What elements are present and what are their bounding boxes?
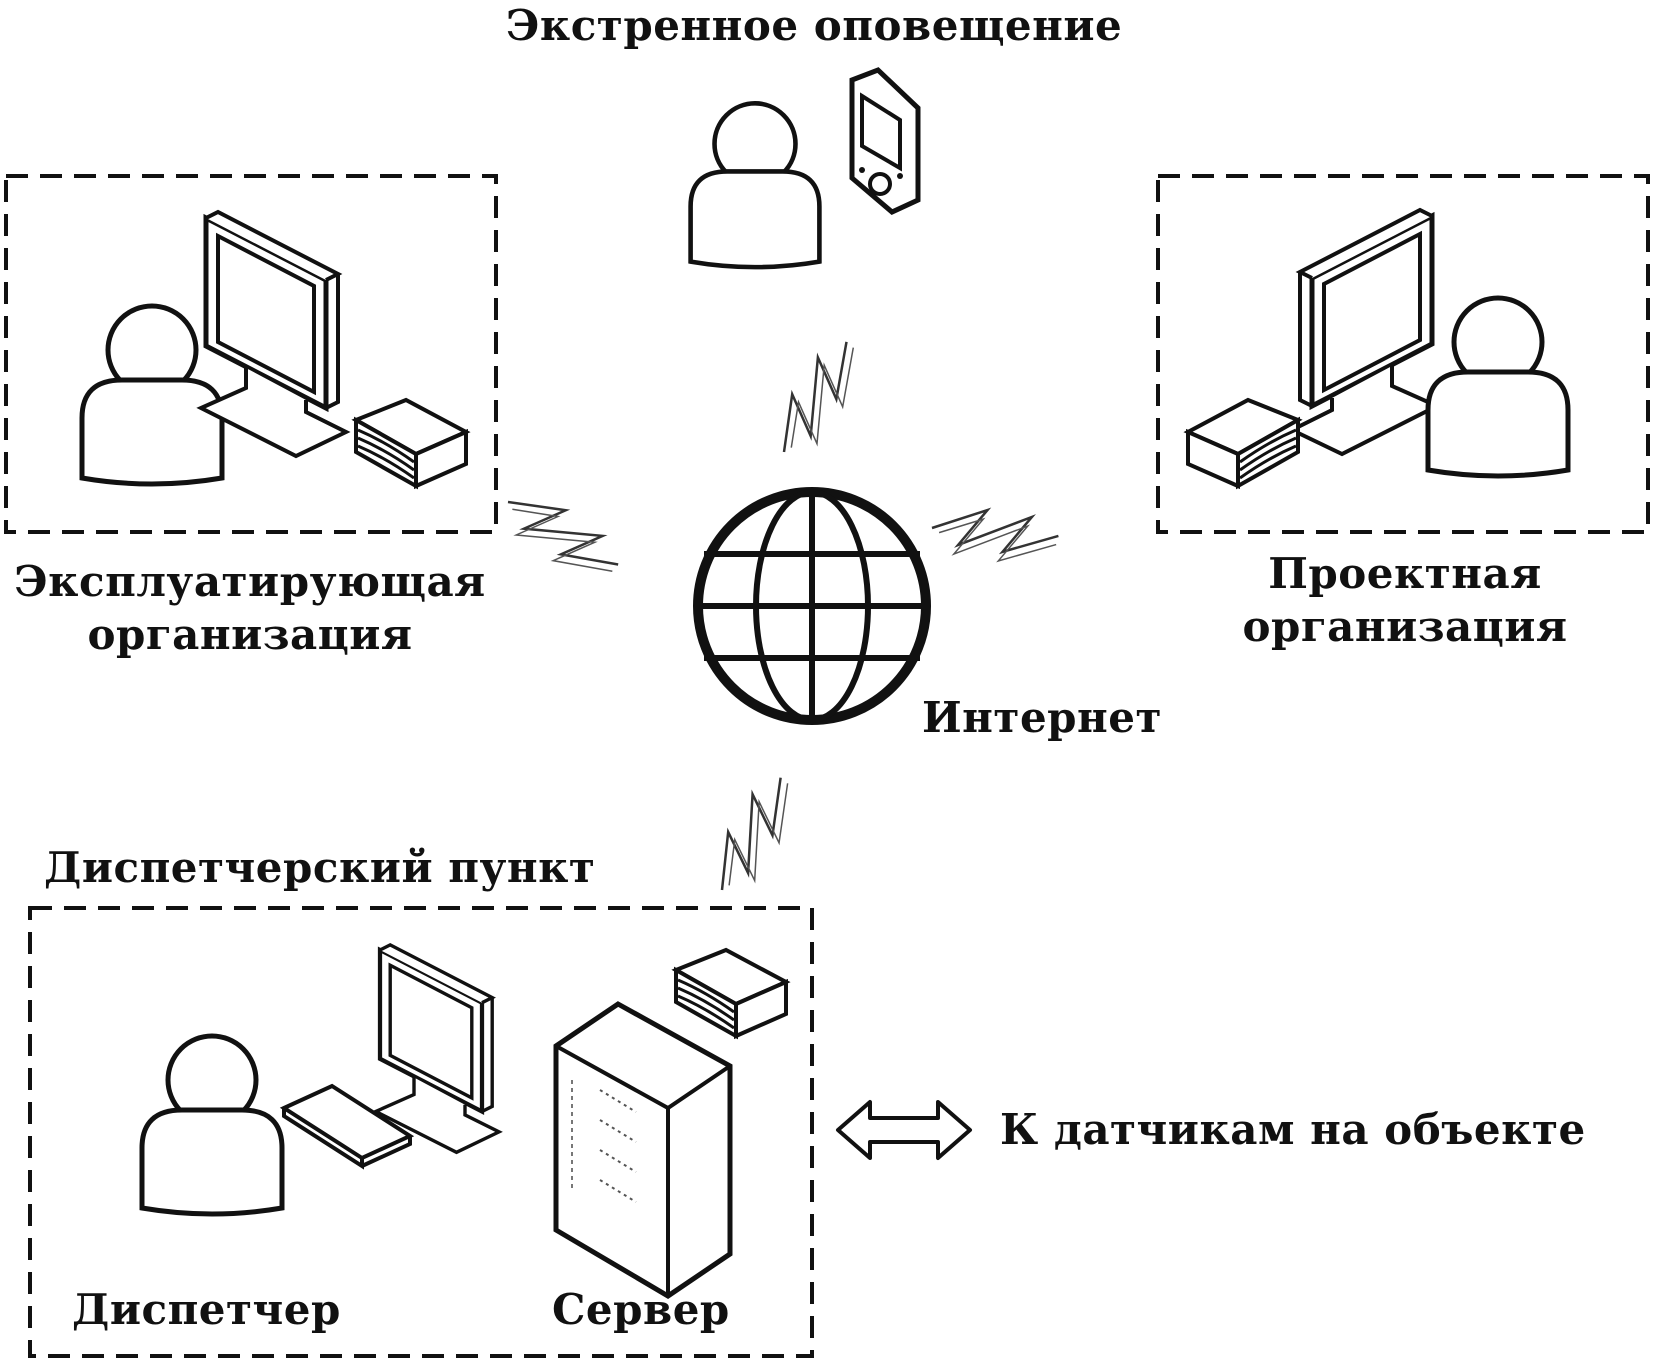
- operator-monitor-icon: [201, 212, 346, 456]
- wireless-link-operator: [495, 494, 630, 578]
- wireless-link-emergency: [776, 330, 860, 465]
- operator-org-label: Эксплуатирующая организация: [0, 556, 500, 661]
- design-org-label-line1: Проектная: [1268, 549, 1542, 598]
- keyboard-icon: [279, 1083, 415, 1170]
- operator-org-box: [4, 174, 498, 534]
- dispatch-point-label: Диспетчерский пункт: [44, 843, 596, 892]
- design-person-icon: [1428, 298, 1568, 476]
- server-icon: [553, 1001, 733, 1299]
- sensors-label: К датчикам на объекте: [1000, 1105, 1586, 1154]
- operator-modem-icon: [354, 398, 468, 488]
- operator-org-label-line1: Эксплуатирующая: [14, 557, 486, 606]
- internet-label: Интернет: [922, 693, 1163, 742]
- dispatcher-person-icon: [142, 1036, 282, 1214]
- design-monitor-icon: [1292, 210, 1437, 454]
- dispatcher-monitor-icon: [376, 945, 499, 1152]
- wireless-link-dispatch: [714, 768, 794, 901]
- bidirectional-arrow-icon: [836, 1100, 972, 1160]
- mobile-phone-icon: [849, 67, 921, 215]
- server-label: Сервер: [552, 1285, 730, 1334]
- design-org-label-line2: организация: [1242, 601, 1568, 651]
- emergency-person-icon: [691, 103, 820, 267]
- design-modem-icon: [1186, 398, 1300, 488]
- design-org-box: [1156, 174, 1650, 534]
- operator-org-label-line2: организация: [87, 609, 413, 659]
- dispatch-point-box: [28, 906, 814, 1358]
- dispatcher-label: Диспетчер: [72, 1285, 341, 1334]
- emergency-notification-label: Экстренное оповещение: [506, 1, 1123, 50]
- wireless-link-design: [929, 495, 1063, 575]
- design-org-label: Проектная организация: [1220, 548, 1590, 653]
- globe-icon: [693, 487, 931, 725]
- operator-person-icon: [82, 306, 222, 484]
- dispatch-modem-icon: [674, 948, 788, 1038]
